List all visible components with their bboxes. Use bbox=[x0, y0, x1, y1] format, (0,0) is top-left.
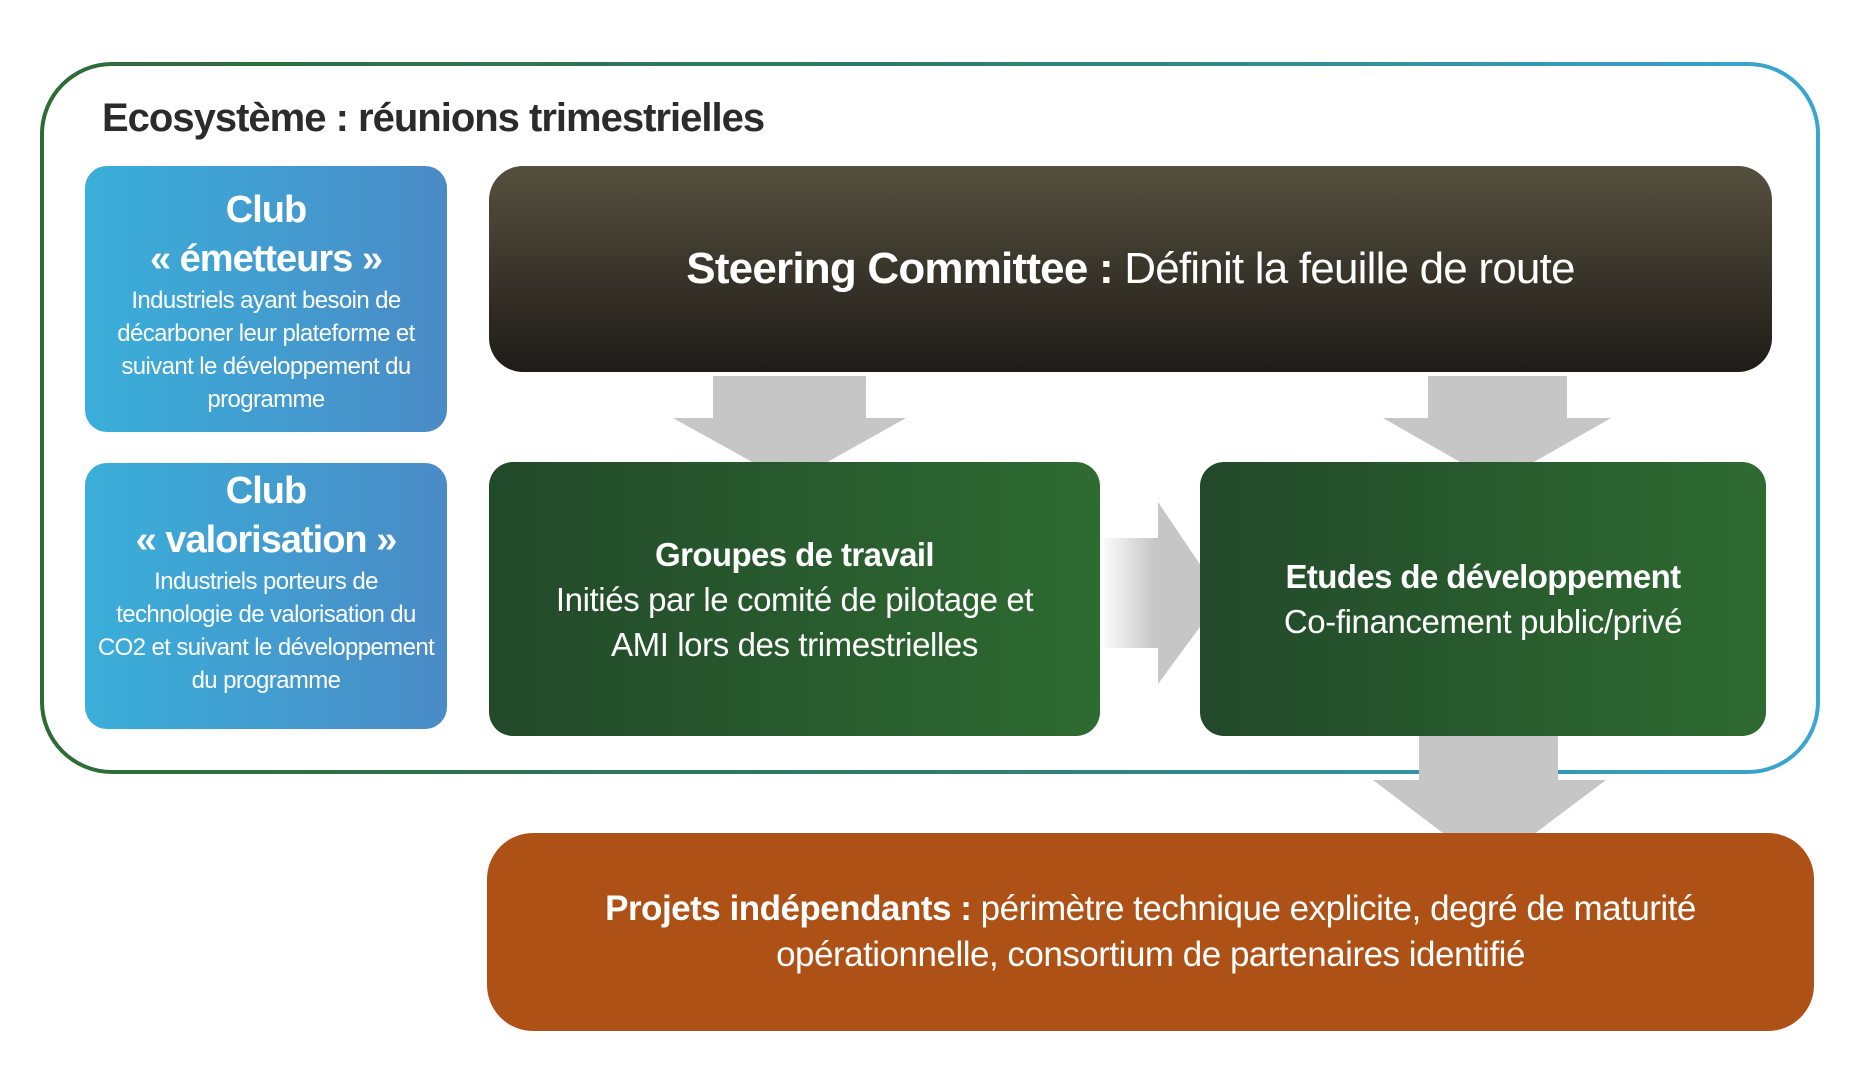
club-emetteurs-description: Industriels ayant besoin de décarboner l… bbox=[117, 287, 415, 413]
etudes-line-1: Co-financement public/privé bbox=[1283, 603, 1683, 640]
ecosystem-title: Ecosystème : réunions trimestrielles bbox=[102, 96, 765, 140]
arrow-etudes-to-projets bbox=[1373, 736, 1606, 868]
groupes-de-travail-box: Groupes de travail Initiés par le comité… bbox=[489, 462, 1100, 736]
club-emetteurs-title-2: « émetteurs » bbox=[149, 238, 383, 280]
groupes-title: Groupes de travail bbox=[655, 535, 935, 573]
club-valorisation-description: Industriels porteurs de technologie de v… bbox=[97, 568, 435, 694]
steering-committee-box: Steering Committee : Définit la feuille … bbox=[489, 166, 1772, 372]
club-emetteurs: Club « émetteurs » Industriels ayant bes… bbox=[85, 166, 447, 432]
club-valorisation: Club « valorisation » Industriels porteu… bbox=[85, 463, 447, 729]
etudes-de-developpement-box: Etudes de développement Co-financement p… bbox=[1200, 462, 1766, 736]
groupes-line-2: AMI lors des trimestrielles bbox=[611, 625, 978, 663]
arrow-steering-to-groupes bbox=[673, 376, 906, 483]
projets-independants-box: Projets indépendants : périmètre techniq… bbox=[487, 833, 1814, 1031]
club-valorisation-title-1: Club bbox=[225, 470, 307, 512]
steering-committee-label: Steering Committee : bbox=[686, 244, 1113, 293]
arrow-steering-to-etudes bbox=[1383, 376, 1611, 483]
steering-committee-text: Définit la feuille de route bbox=[1124, 244, 1575, 293]
club-valorisation-title-2: « valorisation » bbox=[135, 519, 398, 561]
projets-label: Projets indépendants : bbox=[605, 889, 972, 928]
club-emetteurs-title-1: Club bbox=[225, 189, 307, 231]
projets-line-2: opérationnelle, consortium de partenaire… bbox=[776, 935, 1525, 974]
arrow-groupes-to-etudes bbox=[1100, 502, 1222, 684]
etudes-title: Etudes de développement bbox=[1285, 558, 1681, 595]
projets-line-1: périmètre technique explicite, degré de … bbox=[980, 889, 1697, 928]
groupes-line-1: Initiés par le comité de pilotage et bbox=[555, 580, 1034, 618]
